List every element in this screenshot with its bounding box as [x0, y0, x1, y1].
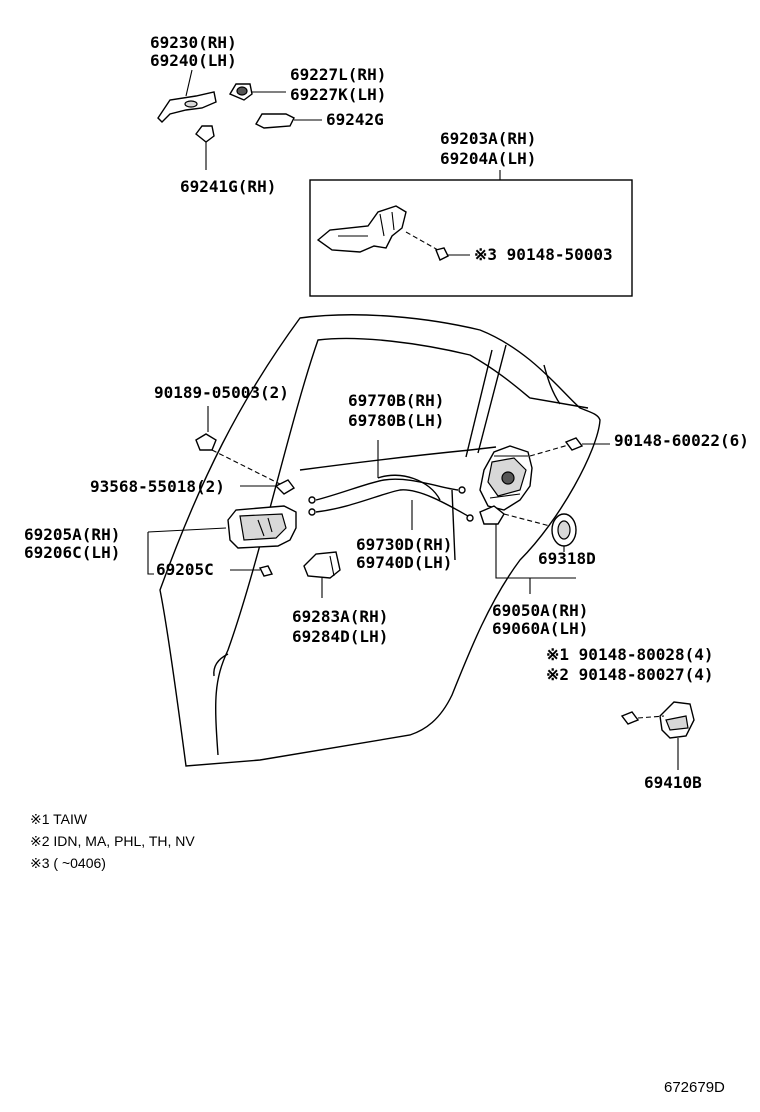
lock-lever	[479, 505, 505, 525]
label-69240: 69240(LH)	[150, 51, 237, 70]
label-69204a: 69204A(LH)	[440, 149, 536, 168]
label-90148-60022: 90148-60022(6)	[614, 431, 749, 450]
screw-93568	[274, 479, 296, 495]
bezel-69283a	[303, 551, 341, 579]
label-69230: 69230(RH)	[150, 33, 237, 52]
label-69770b: 69770B(RH)	[348, 391, 444, 410]
clip-90189	[195, 433, 217, 451]
label-90148-80028: ※1 90148-80028(4)	[546, 645, 714, 664]
part-labels: 69230(RH) 69240(LH) 69227L(RH) 69227K(LH…	[24, 33, 749, 792]
label-69227l: 69227L(RH)	[290, 65, 386, 84]
label-69060a: 69060A(LH)	[492, 619, 588, 638]
door-lock-group	[479, 437, 610, 594]
note-2: ※2 IDN, MA, PHL, TH, NV	[30, 833, 195, 849]
screw-80028	[620, 711, 640, 725]
inside-handle-group	[147, 406, 341, 598]
label-69227k: 69227K(LH)	[290, 85, 386, 104]
note-3: ※3 ( ~0406)	[30, 855, 106, 871]
outside-handle-group	[157, 69, 322, 170]
gasket-69242g	[255, 113, 295, 129]
screw-69205c	[258, 565, 274, 577]
screw-60022	[564, 437, 584, 451]
label-90189: 90189-05003(2)	[154, 383, 289, 402]
outside-handle-frame	[316, 205, 407, 253]
label-69410b: 69410B	[644, 773, 702, 792]
label-69780b: 69780B(LH)	[348, 411, 444, 430]
label-69318d: 69318D	[538, 549, 596, 568]
label-69050a: 69050A(RH)	[492, 601, 588, 620]
screw-50003	[435, 247, 449, 261]
label-90148-50003: ※3 90148-50003	[474, 245, 613, 264]
label-69203a: 69203A(RH)	[440, 129, 536, 148]
outside-handle-69230	[157, 91, 217, 123]
label-69284d: 69284D(LH)	[292, 627, 388, 646]
label-90148-80027: ※2 90148-80027(4)	[546, 665, 714, 684]
door-outline	[159, 314, 601, 767]
label-69740d: 69740D(LH)	[356, 553, 452, 572]
note-1: ※1 TAIW	[30, 811, 88, 827]
cable-group	[308, 440, 474, 530]
label-69283a: 69283A(RH)	[292, 607, 388, 626]
footnotes: ※1 TAIW ※2 IDN, MA, PHL, TH, NV ※3 ( ~04…	[30, 811, 195, 871]
label-69242g: 69242G	[326, 110, 384, 129]
label-69205c: 69205C	[156, 560, 214, 579]
label-69241g: 69241G(RH)	[180, 177, 276, 196]
label-69205a: 69205A(RH)	[24, 525, 120, 544]
gasket-69241g	[195, 125, 215, 143]
handle-frame-group	[309, 170, 633, 297]
label-69206c: 69206C(LH)	[24, 543, 120, 562]
label-93568: 93568-55018(2)	[90, 477, 225, 496]
striker-group	[620, 701, 695, 770]
diagram-code: 672679D	[664, 1079, 725, 1096]
label-69730d: 69730D(RH)	[356, 535, 452, 554]
